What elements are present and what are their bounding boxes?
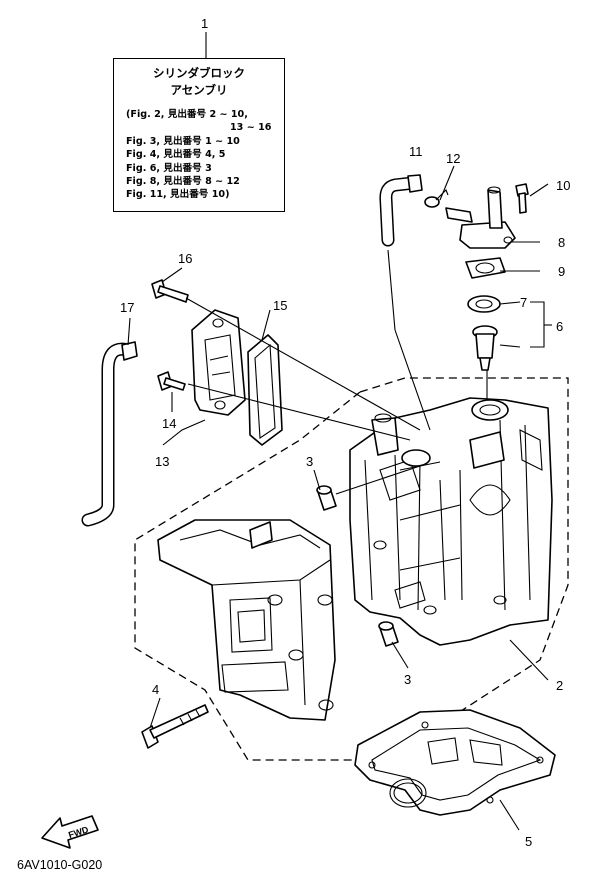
part-number-3-lower: 3: [404, 672, 411, 687]
bolt-part: [141, 704, 209, 749]
part-number-5: 5: [525, 834, 532, 849]
thermostat-cover-part: [445, 186, 516, 249]
cover-gasket-part: [247, 334, 283, 446]
part-number-4: 4: [152, 682, 159, 697]
thermostat-part: [472, 325, 498, 371]
hose-11-part: [379, 174, 423, 247]
part-number-3-upper: 3: [306, 454, 313, 469]
thermostat-seal-part: [467, 295, 501, 313]
fwd-arrow-icon: FWD: [41, 815, 99, 849]
part-number-8: 8: [558, 235, 565, 250]
callout-ref-line: Fig. 4, 見出番号 4, 5: [126, 149, 226, 161]
part-number-14: 14: [162, 416, 176, 431]
part-number-9: 9: [558, 264, 565, 279]
callout-title-line2: アセンブリ: [170, 83, 228, 97]
exhaust-cover-part: [157, 519, 336, 721]
part-number-16: 16: [178, 251, 192, 266]
part-number-17: 17: [120, 300, 134, 315]
thermostat-gasket-part: [465, 257, 506, 279]
part-number-10: 10: [556, 178, 570, 193]
leader-lines: [127, 165, 552, 831]
bolt-16-part: [151, 279, 189, 303]
dowel-pin-lower: [378, 621, 399, 647]
hose-17-part: [81, 341, 138, 527]
cylinder-gasket-part: [354, 709, 556, 816]
part-number-6: 6: [556, 319, 563, 334]
callout-ref-line: 13 ~ 16: [230, 122, 272, 134]
callout-ref-line: Fig. 11, 見出番号 10): [126, 189, 230, 201]
part-number-2: 2: [556, 678, 563, 693]
dowel-pin-upper: [316, 485, 337, 511]
assembly-callout-box: シリンダブロック アセンブリ (Fig. 2, 見出番号 2 ~ 10, 13 …: [113, 58, 285, 212]
cylinder-block-part: [349, 397, 553, 646]
bolt-10-part: [515, 183, 529, 214]
callout-references: (Fig. 2, 見出番号 2 ~ 10, 13 ~ 16 Fig. 3, 見出…: [114, 108, 284, 202]
callout-ref-line: Fig. 3, 見出番号 1 ~ 10: [126, 135, 240, 147]
assembly-dashed-outline: [134, 377, 569, 761]
clamp-12-part: [424, 189, 449, 208]
anode-14-part: [157, 371, 186, 391]
callout-ref-line: (Fig. 2, 見出番号 2 ~ 10,: [126, 109, 248, 120]
part-number-1: 1: [201, 16, 208, 31]
callout-title-line1: シリンダブロック: [153, 66, 245, 80]
part-number-7: 7: [520, 295, 527, 310]
part-number-11: 11: [409, 144, 423, 159]
figure-code: 6AV1010-G020: [17, 858, 103, 872]
part-number-13: 13: [155, 454, 169, 469]
part-number-15: 15: [273, 298, 287, 313]
callout-ref-line: Fig. 8, 見出番号 8 ~ 12: [126, 176, 240, 188]
part-number-12: 12: [446, 151, 460, 166]
anode-cover-part: [191, 309, 246, 416]
callout-ref-line: Fig. 6, 見出番号 3: [126, 162, 212, 174]
